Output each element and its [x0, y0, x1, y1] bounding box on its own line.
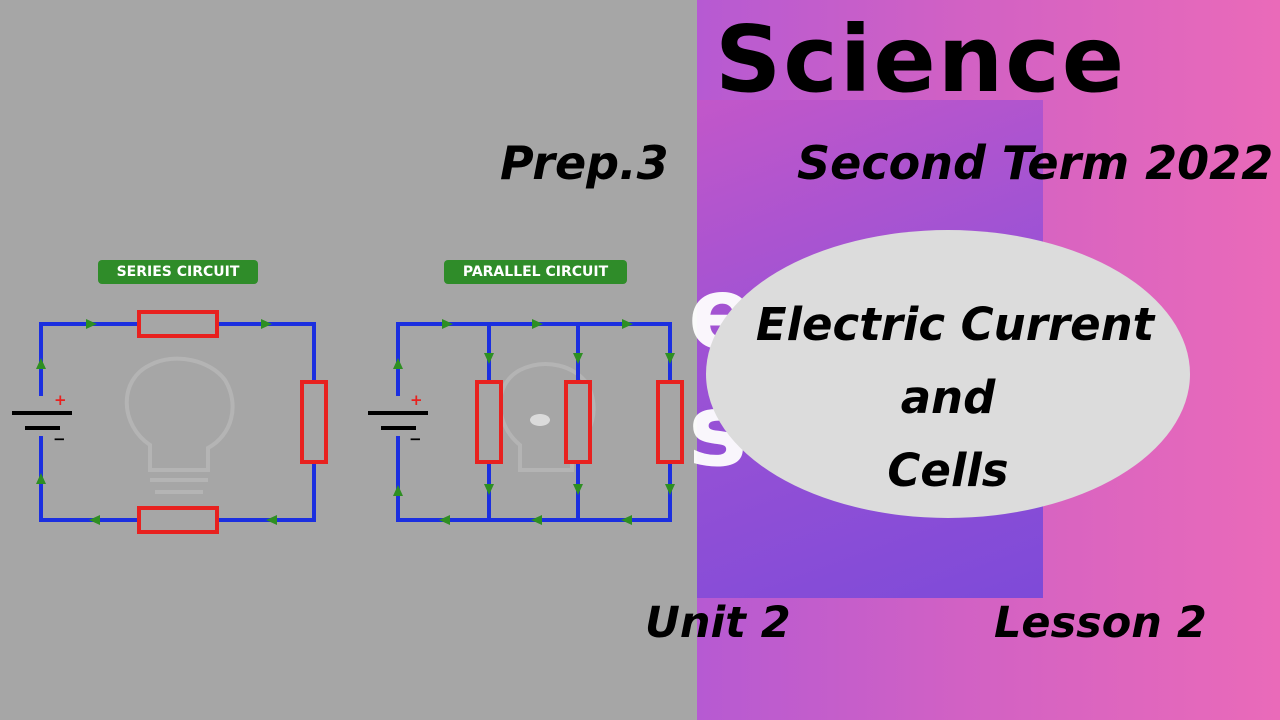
current-arrow: [266, 515, 277, 525]
parallel-resistor-3: [656, 380, 684, 464]
bulb-watermark-icon: [124, 356, 235, 494]
series-resistor-right: [300, 380, 328, 464]
series-resistor-top: [137, 310, 219, 338]
unit-label: Unit 2: [645, 598, 791, 648]
current-arrow: [573, 353, 583, 364]
parallel-circuit: [368, 319, 684, 525]
current-arrow: [573, 484, 583, 495]
current-arrow: [665, 353, 675, 364]
lesson-title-ellipse: [706, 230, 1190, 518]
left-panel: [0, 0, 697, 720]
current-arrow: [621, 515, 632, 525]
parallel-circuit-label: PARALLEL CIRCUIT: [444, 260, 627, 284]
current-arrow: [89, 515, 100, 525]
parallel-battery-minus: −: [409, 430, 422, 448]
lesson-label: Lesson 2: [994, 598, 1207, 648]
current-arrow: [439, 515, 450, 525]
lesson-title-line-1: Electric Current: [755, 298, 1155, 351]
parallel-battery-icon: [368, 411, 428, 430]
current-arrow: [36, 473, 46, 484]
lesson-title-line-3: Cells: [887, 444, 1009, 497]
current-arrow: [36, 358, 46, 369]
current-arrow: [484, 484, 494, 495]
current-arrow: [665, 484, 675, 495]
series-resistor-bottom: [137, 506, 219, 534]
series-circuit: [12, 310, 328, 534]
current-arrow: [86, 319, 97, 329]
current-arrow: [484, 353, 494, 364]
current-arrow: [393, 358, 403, 369]
current-arrow: [532, 319, 543, 329]
series-circuit-label: SERIES CIRCUIT: [98, 260, 258, 284]
term-label: Second Term 2022: [797, 136, 1274, 190]
lesson-title-line-2: and: [900, 371, 996, 424]
current-arrow: [261, 319, 272, 329]
current-arrow: [393, 485, 403, 496]
series-battery-plus: +: [54, 391, 67, 409]
parallel-resistor-1: [475, 380, 503, 464]
bulb-highlight: [530, 414, 550, 426]
parallel-resistor-2: [564, 380, 592, 464]
current-arrow: [442, 319, 453, 329]
lesson-title: Electric Current and Cells: [706, 288, 1190, 507]
subject-title: Science: [715, 6, 1127, 113]
current-arrow: [531, 515, 542, 525]
parallel-battery-plus: +: [410, 391, 423, 409]
circuit-diagram: + − + −: [12, 310, 684, 534]
series-battery-minus: −: [53, 430, 66, 448]
grade-label: Prep.3: [500, 136, 669, 190]
series-battery-icon: [12, 411, 72, 430]
current-arrow: [622, 319, 633, 329]
